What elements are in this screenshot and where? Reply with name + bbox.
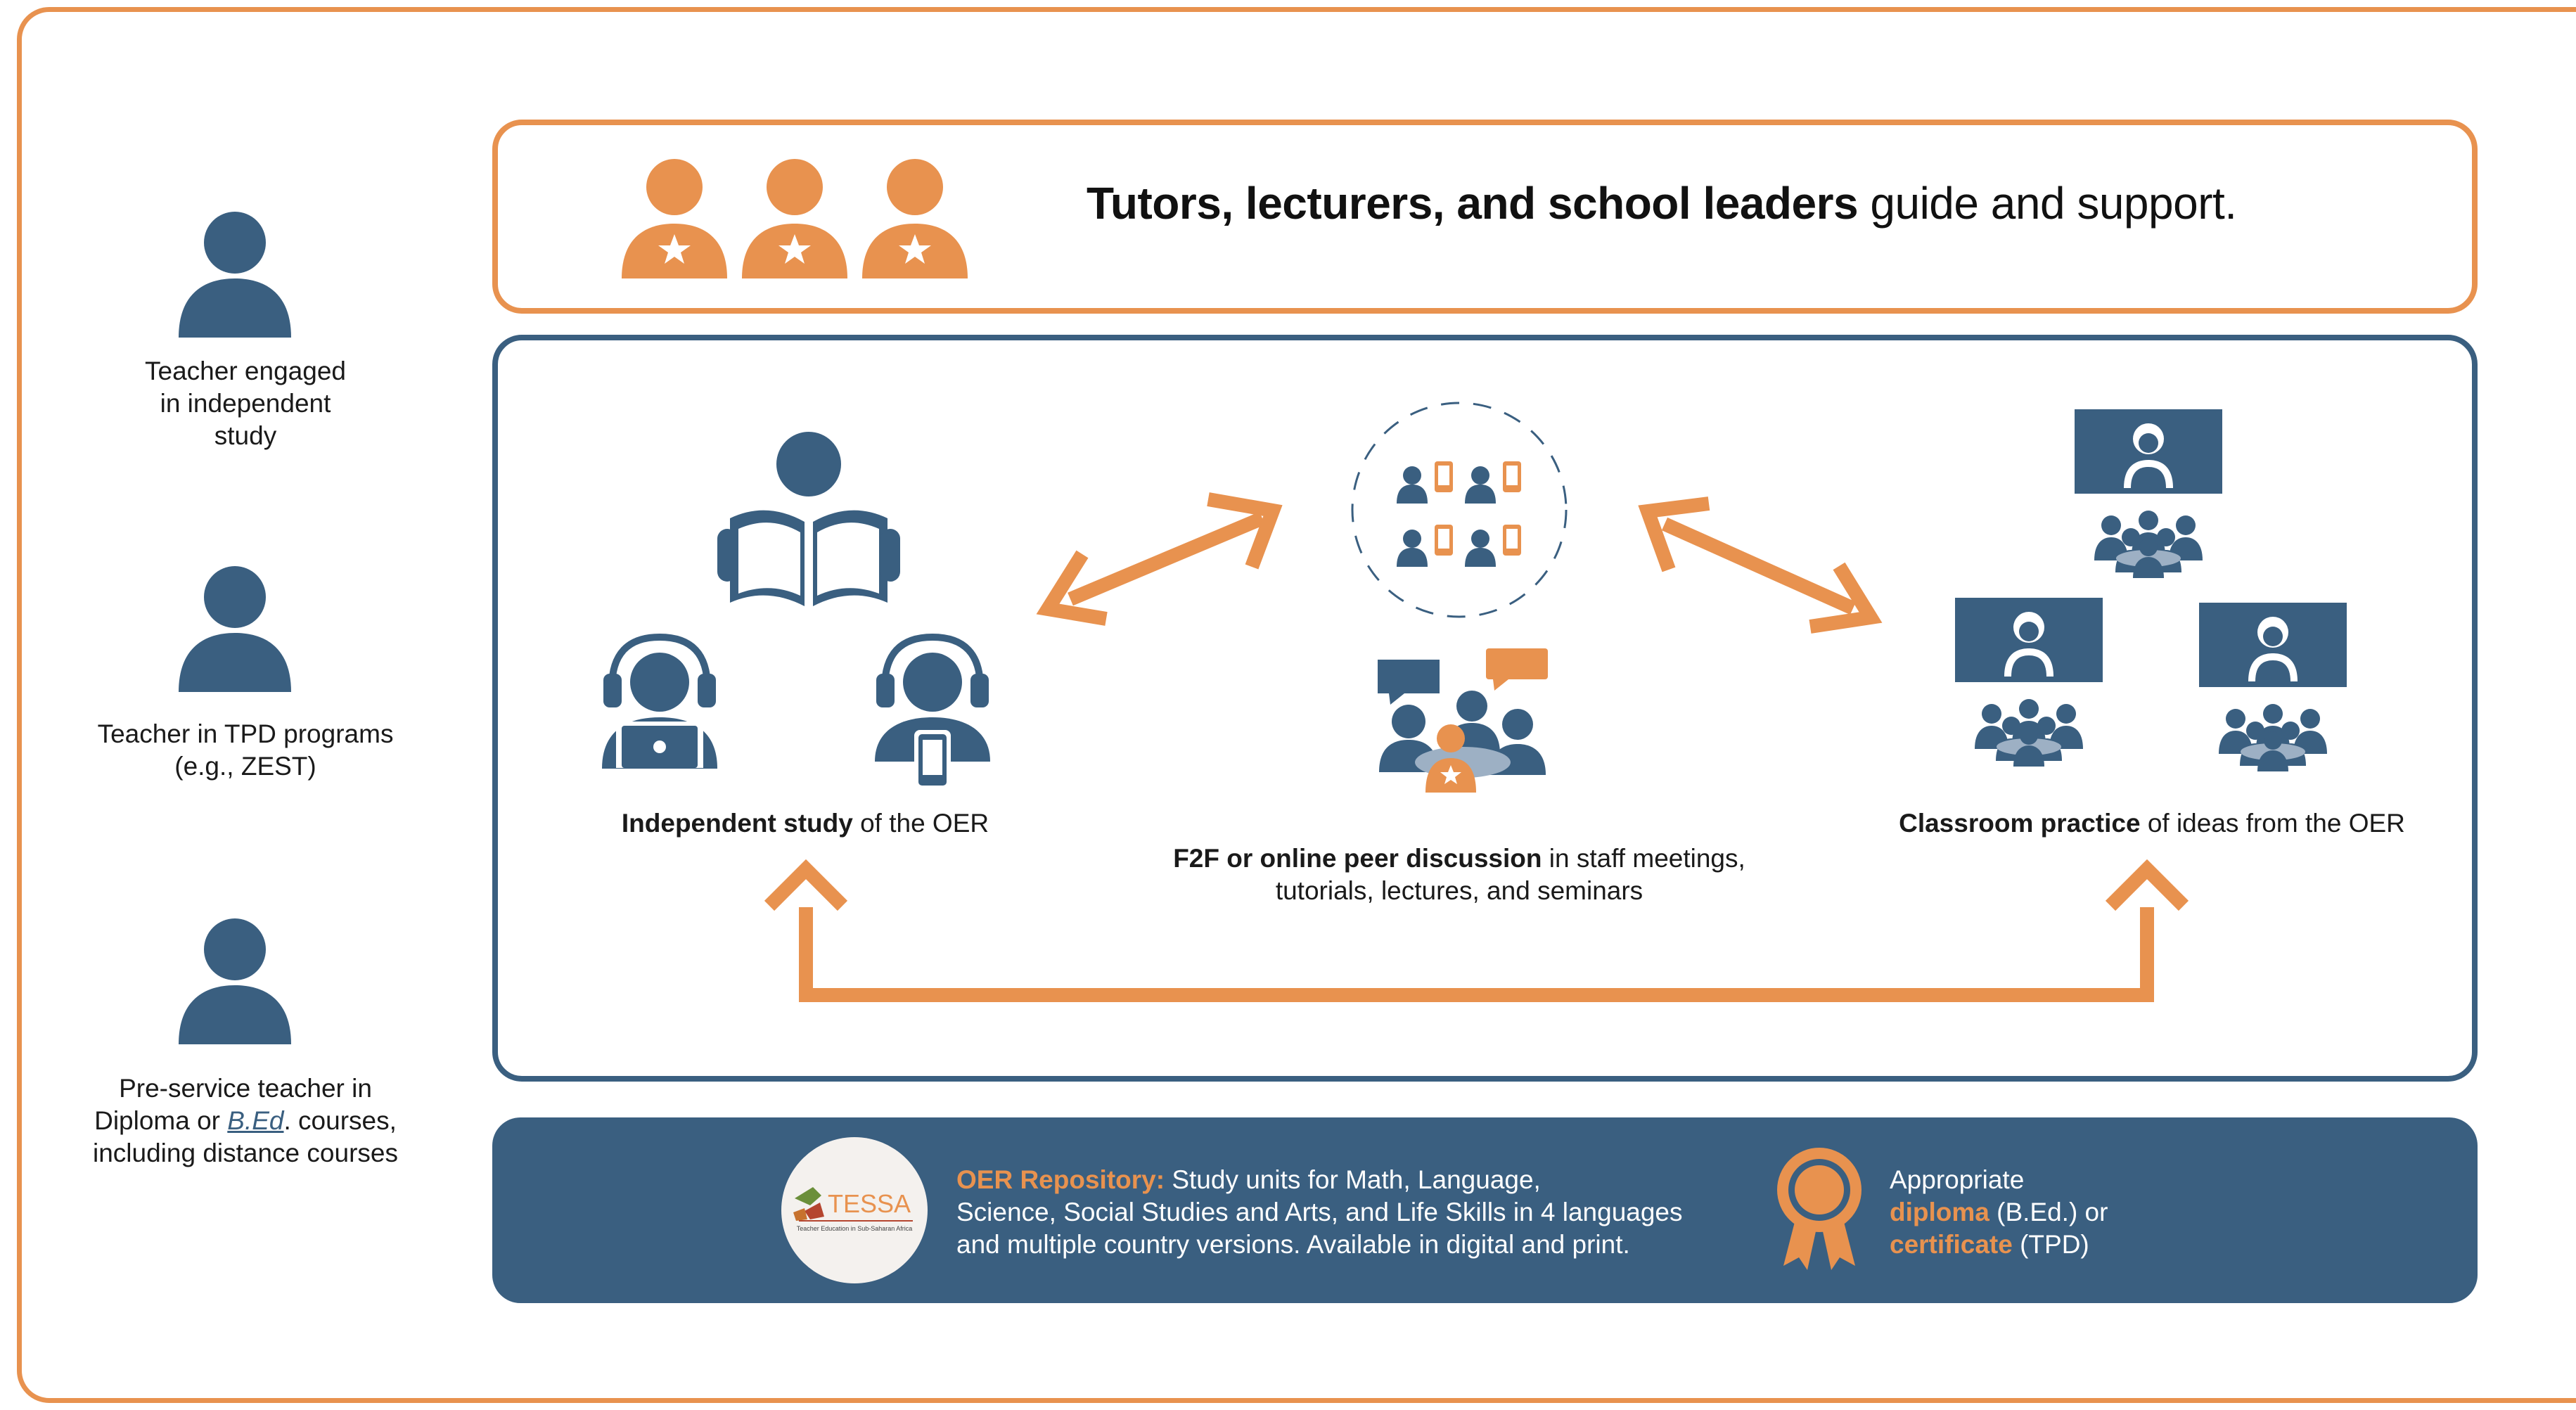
headset-laptop-icon [602,633,717,769]
activities-box [492,335,2478,1082]
oer-repository-text: OER Repository: Study units for Math, La… [956,1165,1683,1259]
certificate-text: Appropriate diploma (B.Ed.) or certifica… [1890,1165,2108,1259]
peer-discussion-caption: F2F or online peer discussion in staff m… [1173,844,1745,905]
online-peers-icon [1351,402,1568,618]
reading-book-icon [717,432,900,606]
support-headline: Tutors, lecturers, and school leaders gu… [1087,178,2237,229]
teacher-independent-label: Teacher engaged in independent study [145,357,346,450]
award-ribbon-icon [1777,1148,1861,1270]
support-box [492,120,2478,314]
teacher-tpd-label: Teacher in TPD programs (e.g., ZEST) [97,719,394,781]
tessa-logo: TESSA Teacher Education in Sub-Saharan A… [781,1137,928,1283]
independent-study-caption: Independent study of the OER [621,809,989,838]
group-discussion-icon [1378,648,1548,793]
bed-link[interactable]: B.Ed [227,1106,284,1135]
classroom-practice-caption: Classroom practice of ideas from the OER [1899,809,2405,838]
teacher-preservice-label: Pre-service teacher in Diploma or B.Ed. … [93,1074,398,1167]
svg-text:Teacher Education in Sub-Sahar: Teacher Education in Sub-Saharan Africa [797,1225,913,1232]
outer-frame [17,7,2576,1403]
svg-text:TESSA: TESSA [828,1189,911,1218]
headset-phone-icon [875,633,990,790]
